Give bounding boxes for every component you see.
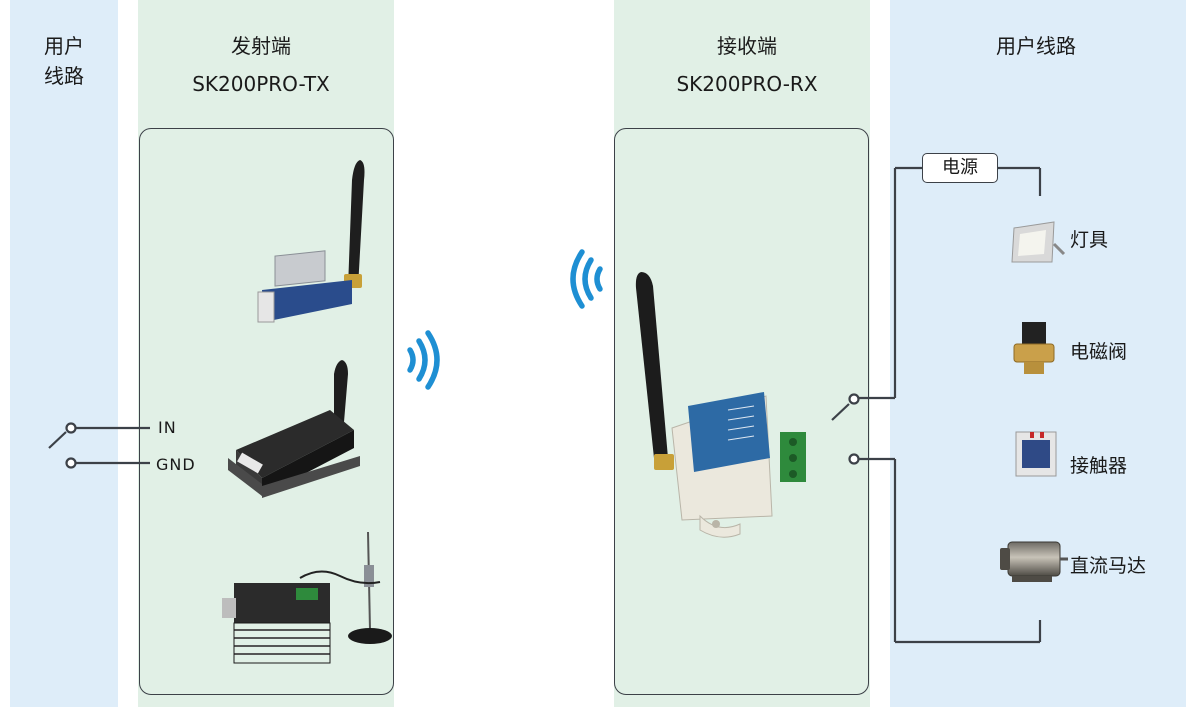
load-label-contactor: 接触器 <box>1070 455 1128 477</box>
transmitter-model: SK200PRO-TX <box>192 72 330 96</box>
load-label-solenoid-valve: 电磁阀 <box>1070 341 1128 363</box>
wifi-signal-rx <box>570 249 603 309</box>
receiver-device-frame <box>614 128 869 695</box>
dc-motor-icon <box>1000 541 1068 582</box>
input-switch <box>48 422 150 469</box>
floodlight-icon <box>1011 221 1066 263</box>
solenoid-valve-icon <box>1013 322 1055 374</box>
tx-module-finned <box>222 531 392 664</box>
user-line-title-right: 用户线路 <box>996 34 1076 58</box>
wifi-signal-tx <box>407 330 440 390</box>
pin-label-in: IN <box>158 418 177 437</box>
user-line-title-left: 用户 线路 <box>44 34 84 88</box>
load-label-dc-motor: 直流马达 <box>1070 555 1147 577</box>
transmitter-title: 发射端 <box>231 34 291 58</box>
tx-module-pcb <box>257 160 365 323</box>
user-line-column-left <box>10 0 118 707</box>
receiver-model: SK200PRO-RX <box>676 72 818 96</box>
pin-label-gnd: GND <box>156 455 196 474</box>
power-label: 电源 <box>922 153 998 183</box>
load-label-floodlight: 灯具 <box>1070 229 1109 251</box>
receiver-title: 接收端 <box>717 34 777 58</box>
contactor-icon <box>1015 431 1057 477</box>
rx-module <box>635 272 806 538</box>
transmitter-device-frame <box>139 128 394 695</box>
output-wiring <box>831 166 1042 644</box>
tx-module-enclosure <box>228 360 360 498</box>
